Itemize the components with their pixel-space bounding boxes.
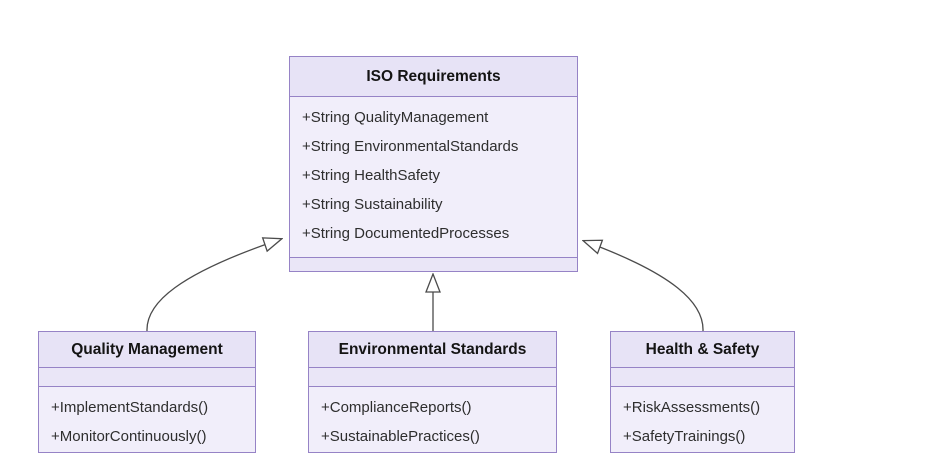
class-title-quality-management: Quality Management: [39, 332, 255, 368]
empty-attributes-compartment: [611, 368, 794, 387]
class-health-safety: Health & Safety +RiskAssessments() +Safe…: [610, 331, 795, 453]
attribute: +String DocumentedProcesses: [302, 225, 510, 242]
empty-methods-compartment: [290, 257, 577, 271]
class-quality-management: Quality Management +ImplementStandards()…: [38, 331, 256, 453]
method: +ComplianceReports(): [321, 399, 472, 416]
class-environmental-standards: Environmental Standards +ComplianceRepor…: [308, 331, 557, 453]
method: +RiskAssessments(): [623, 399, 761, 416]
empty-attributes-compartment: [39, 368, 255, 387]
methods-compartment: +ComplianceReports() +SustainablePractic…: [309, 387, 556, 452]
class-title-environmental-standards: Environmental Standards: [309, 332, 556, 368]
methods-compartment: +ImplementStandards() +MonitorContinuous…: [39, 387, 255, 452]
empty-attributes-compartment: [309, 368, 556, 387]
method: +MonitorContinuously(): [51, 428, 207, 445]
methods-compartment: +RiskAssessments() +SafetyTrainings(): [611, 387, 794, 452]
method: +SafetyTrainings(): [623, 428, 746, 445]
class-iso-requirements: ISO Requirements +String QualityManageme…: [289, 56, 578, 272]
method: +SustainablePractices(): [321, 428, 480, 445]
class-title-iso-requirements: ISO Requirements: [290, 57, 577, 97]
method: +ImplementStandards(): [51, 399, 209, 416]
edge-health-to-iso: [584, 241, 704, 332]
attribute: +String QualityManagement: [302, 109, 489, 126]
attribute: +String EnvironmentalStandards: [302, 138, 519, 155]
attribute: +String Sustainability: [302, 196, 443, 213]
class-title-health-safety: Health & Safety: [611, 332, 794, 368]
edge-quality-to-iso: [146, 239, 281, 332]
attribute: +String HealthSafety: [302, 167, 440, 184]
attributes-compartment: +String QualityManagement +String Enviro…: [290, 97, 577, 257]
